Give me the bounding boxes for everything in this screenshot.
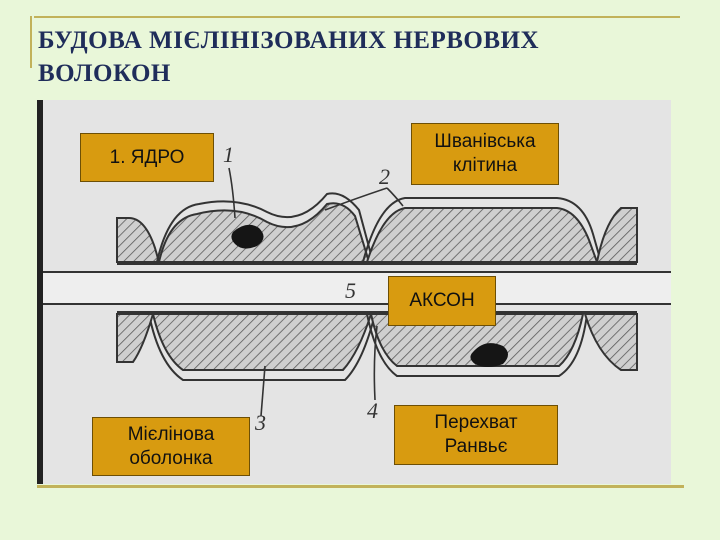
upper-myelin-segment-left <box>116 217 161 263</box>
schwann-cell-label-line-1: Шванівська <box>434 131 536 152</box>
top-frame-line <box>34 16 680 18</box>
schwann-cell-label-line-2: клітина <box>452 155 518 176</box>
title-line-2: ВОЛОКОН <box>38 60 171 87</box>
schwann-nucleus-lower <box>470 343 508 367</box>
node-of-ranvier-label: Перехват Ранвьє <box>394 405 558 465</box>
axon-band <box>43 272 671 304</box>
nucleus-label-text: 1. ЯДРО <box>109 146 185 168</box>
nucleus-label: 1. ЯДРО <box>80 133 214 182</box>
nerve-fiber-drawing: 1 2 5 3 4 <box>37 100 671 484</box>
figure-number-2: 2 <box>379 164 390 189</box>
figure-number-5: 5 <box>345 278 356 303</box>
upper-myelin-segment-right <box>595 207 638 263</box>
upper-schwann-membrane-2 <box>362 197 602 263</box>
pointer-line-4 <box>373 325 378 401</box>
figure-number-3: 3 <box>254 410 266 435</box>
pointer-line-2b <box>386 187 404 207</box>
schwann-nucleus-upper <box>231 224 264 249</box>
slide-title: БУДОВА МІЄЛІНІЗОВАНИХ НЕРВОВИХ ВОЛОКОН <box>38 24 678 90</box>
figure-number-4: 4 <box>367 398 378 423</box>
image-left-edge <box>37 100 43 484</box>
upper-myelin-segment-1 <box>157 202 371 263</box>
axon-label-text: АКСОН <box>409 290 475 311</box>
upper-myelin-segment-2 <box>365 207 599 263</box>
pointer-line-1 <box>228 167 236 219</box>
lower-myelin-segment-2 <box>369 313 585 367</box>
myelin-sheath-label-line-1: Мієлінова <box>127 423 215 445</box>
upper-schwann-membrane-1 <box>156 192 374 263</box>
left-frame-line <box>30 16 32 68</box>
bottom-frame-line <box>37 485 684 488</box>
lower-myelin-segment-right <box>583 313 638 371</box>
lower-myelin-segment-1 <box>151 313 373 371</box>
node-of-ranvier-label-line-2: Ранвьє <box>444 436 508 457</box>
title-line-1: БУДОВА МІЄЛІНІЗОВАНИХ НЕРВОВИХ <box>38 27 540 54</box>
lower-schwann-membrane-2 <box>366 313 588 377</box>
pointer-line-3 <box>260 365 266 417</box>
myelin-sheath-label: Мієлінова оболонка <box>92 417 250 476</box>
lower-myelin-segment-left <box>116 313 155 363</box>
pointer-line-2a <box>324 187 388 211</box>
schwann-cell-label: Шванівська клітина <box>411 123 559 185</box>
myelin-sheath-label-line-2: оболонка <box>129 447 213 469</box>
axon-label: АКСОН <box>388 276 496 326</box>
node-of-ranvier-label-line-1: Перехват <box>434 412 518 433</box>
figure-number-1: 1 <box>223 142 234 167</box>
